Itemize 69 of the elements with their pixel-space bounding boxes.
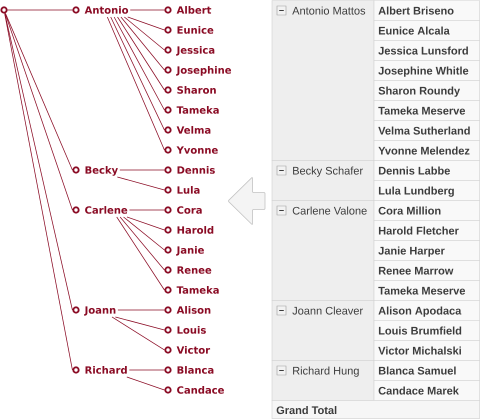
table-cell: Velma Sutherland bbox=[374, 120, 480, 141]
table-cell: Albert Briseno bbox=[374, 0, 480, 21]
table-cell: Sharon Roundy bbox=[374, 80, 480, 101]
node-label: Jessica bbox=[176, 46, 214, 56]
node-label: Lula bbox=[178, 186, 200, 194]
connector-line bbox=[4, 13, 73, 210]
table-cell: Yvonne Melendez bbox=[374, 140, 480, 161]
table-cell: Tameka Meserve bbox=[374, 100, 480, 121]
connector-line bbox=[115, 316, 165, 330]
connector-line bbox=[106, 16, 165, 150]
connector-line bbox=[5, 12, 73, 170]
table-cell: Dennis Labbe bbox=[374, 160, 480, 181]
node-label: Albert bbox=[176, 6, 212, 14]
node-label: Alison bbox=[176, 306, 210, 314]
node-label: Renee bbox=[178, 266, 212, 274]
table-cell: Candace Marek bbox=[374, 380, 480, 401]
node-label: Cora bbox=[177, 206, 202, 214]
node-label: Dennis bbox=[178, 166, 215, 174]
connector-line bbox=[127, 16, 165, 30]
connector-line bbox=[123, 216, 165, 250]
node-label: Candace bbox=[177, 386, 224, 394]
node-label: Sharon bbox=[177, 86, 216, 94]
node-label: Antonio bbox=[84, 6, 128, 14]
node-label: Richard bbox=[86, 366, 127, 374]
node-label: Janie bbox=[176, 246, 204, 256]
table-cell: Blanca Samuel bbox=[374, 360, 480, 381]
total-cell: Grand Total bbox=[272, 400, 480, 419]
table-cell: Eunice Alcala bbox=[374, 20, 480, 41]
table-cell: Josephine Whitle bbox=[374, 60, 480, 81]
table-cell: Jessica Lunsford bbox=[374, 40, 480, 61]
connector-line bbox=[112, 316, 165, 350]
node-label: Josephine bbox=[176, 66, 232, 76]
connector-line bbox=[120, 16, 165, 70]
node-label: Becky bbox=[86, 166, 118, 176]
node-label: Victor bbox=[176, 346, 210, 354]
table-cell: Alison Apodaca bbox=[374, 300, 480, 321]
connector-line bbox=[116, 176, 165, 190]
connector-line bbox=[4, 13, 73, 370]
node-label: Eunice bbox=[178, 26, 214, 34]
row-header-cell: Becky Schafer bbox=[272, 160, 374, 201]
node-label: Harold bbox=[178, 226, 214, 234]
table-cell: Cora Million bbox=[374, 200, 480, 221]
node-label: Carlene bbox=[85, 206, 128, 214]
connector-line bbox=[114, 16, 165, 110]
node-label: Tameka bbox=[176, 106, 219, 114]
table-cell: Victor Michalski bbox=[374, 340, 480, 361]
row-header-cell: Joann Cleaver bbox=[272, 300, 374, 361]
node-label: Tameka bbox=[176, 286, 219, 294]
table-cell: Renee Marrow bbox=[374, 260, 480, 281]
connector-line bbox=[124, 16, 165, 50]
table-cell: Tameka Meserve bbox=[374, 280, 480, 301]
node-label: Velma bbox=[176, 126, 210, 134]
node-label: Yvonne bbox=[176, 146, 218, 154]
connector-line bbox=[116, 216, 165, 290]
connector-line bbox=[120, 216, 165, 270]
node-ring bbox=[0, 6, 8, 14]
connector-line bbox=[4, 13, 73, 310]
row-header-cell: Richard Hung bbox=[272, 360, 374, 401]
node-label: Louis bbox=[178, 326, 206, 334]
connector-line bbox=[117, 16, 165, 90]
node-label: Blanca bbox=[178, 366, 214, 374]
connector-line bbox=[126, 216, 165, 230]
table-cell: Lula Lundberg bbox=[374, 180, 480, 201]
connector-line bbox=[110, 16, 165, 130]
connector-line bbox=[126, 376, 165, 390]
table-cell: Louis Brumfield bbox=[374, 320, 480, 341]
node-label: Joann bbox=[84, 306, 116, 316]
table-cell: Harold Fletcher bbox=[374, 220, 480, 241]
table-cell: Janie Harper bbox=[374, 240, 480, 261]
